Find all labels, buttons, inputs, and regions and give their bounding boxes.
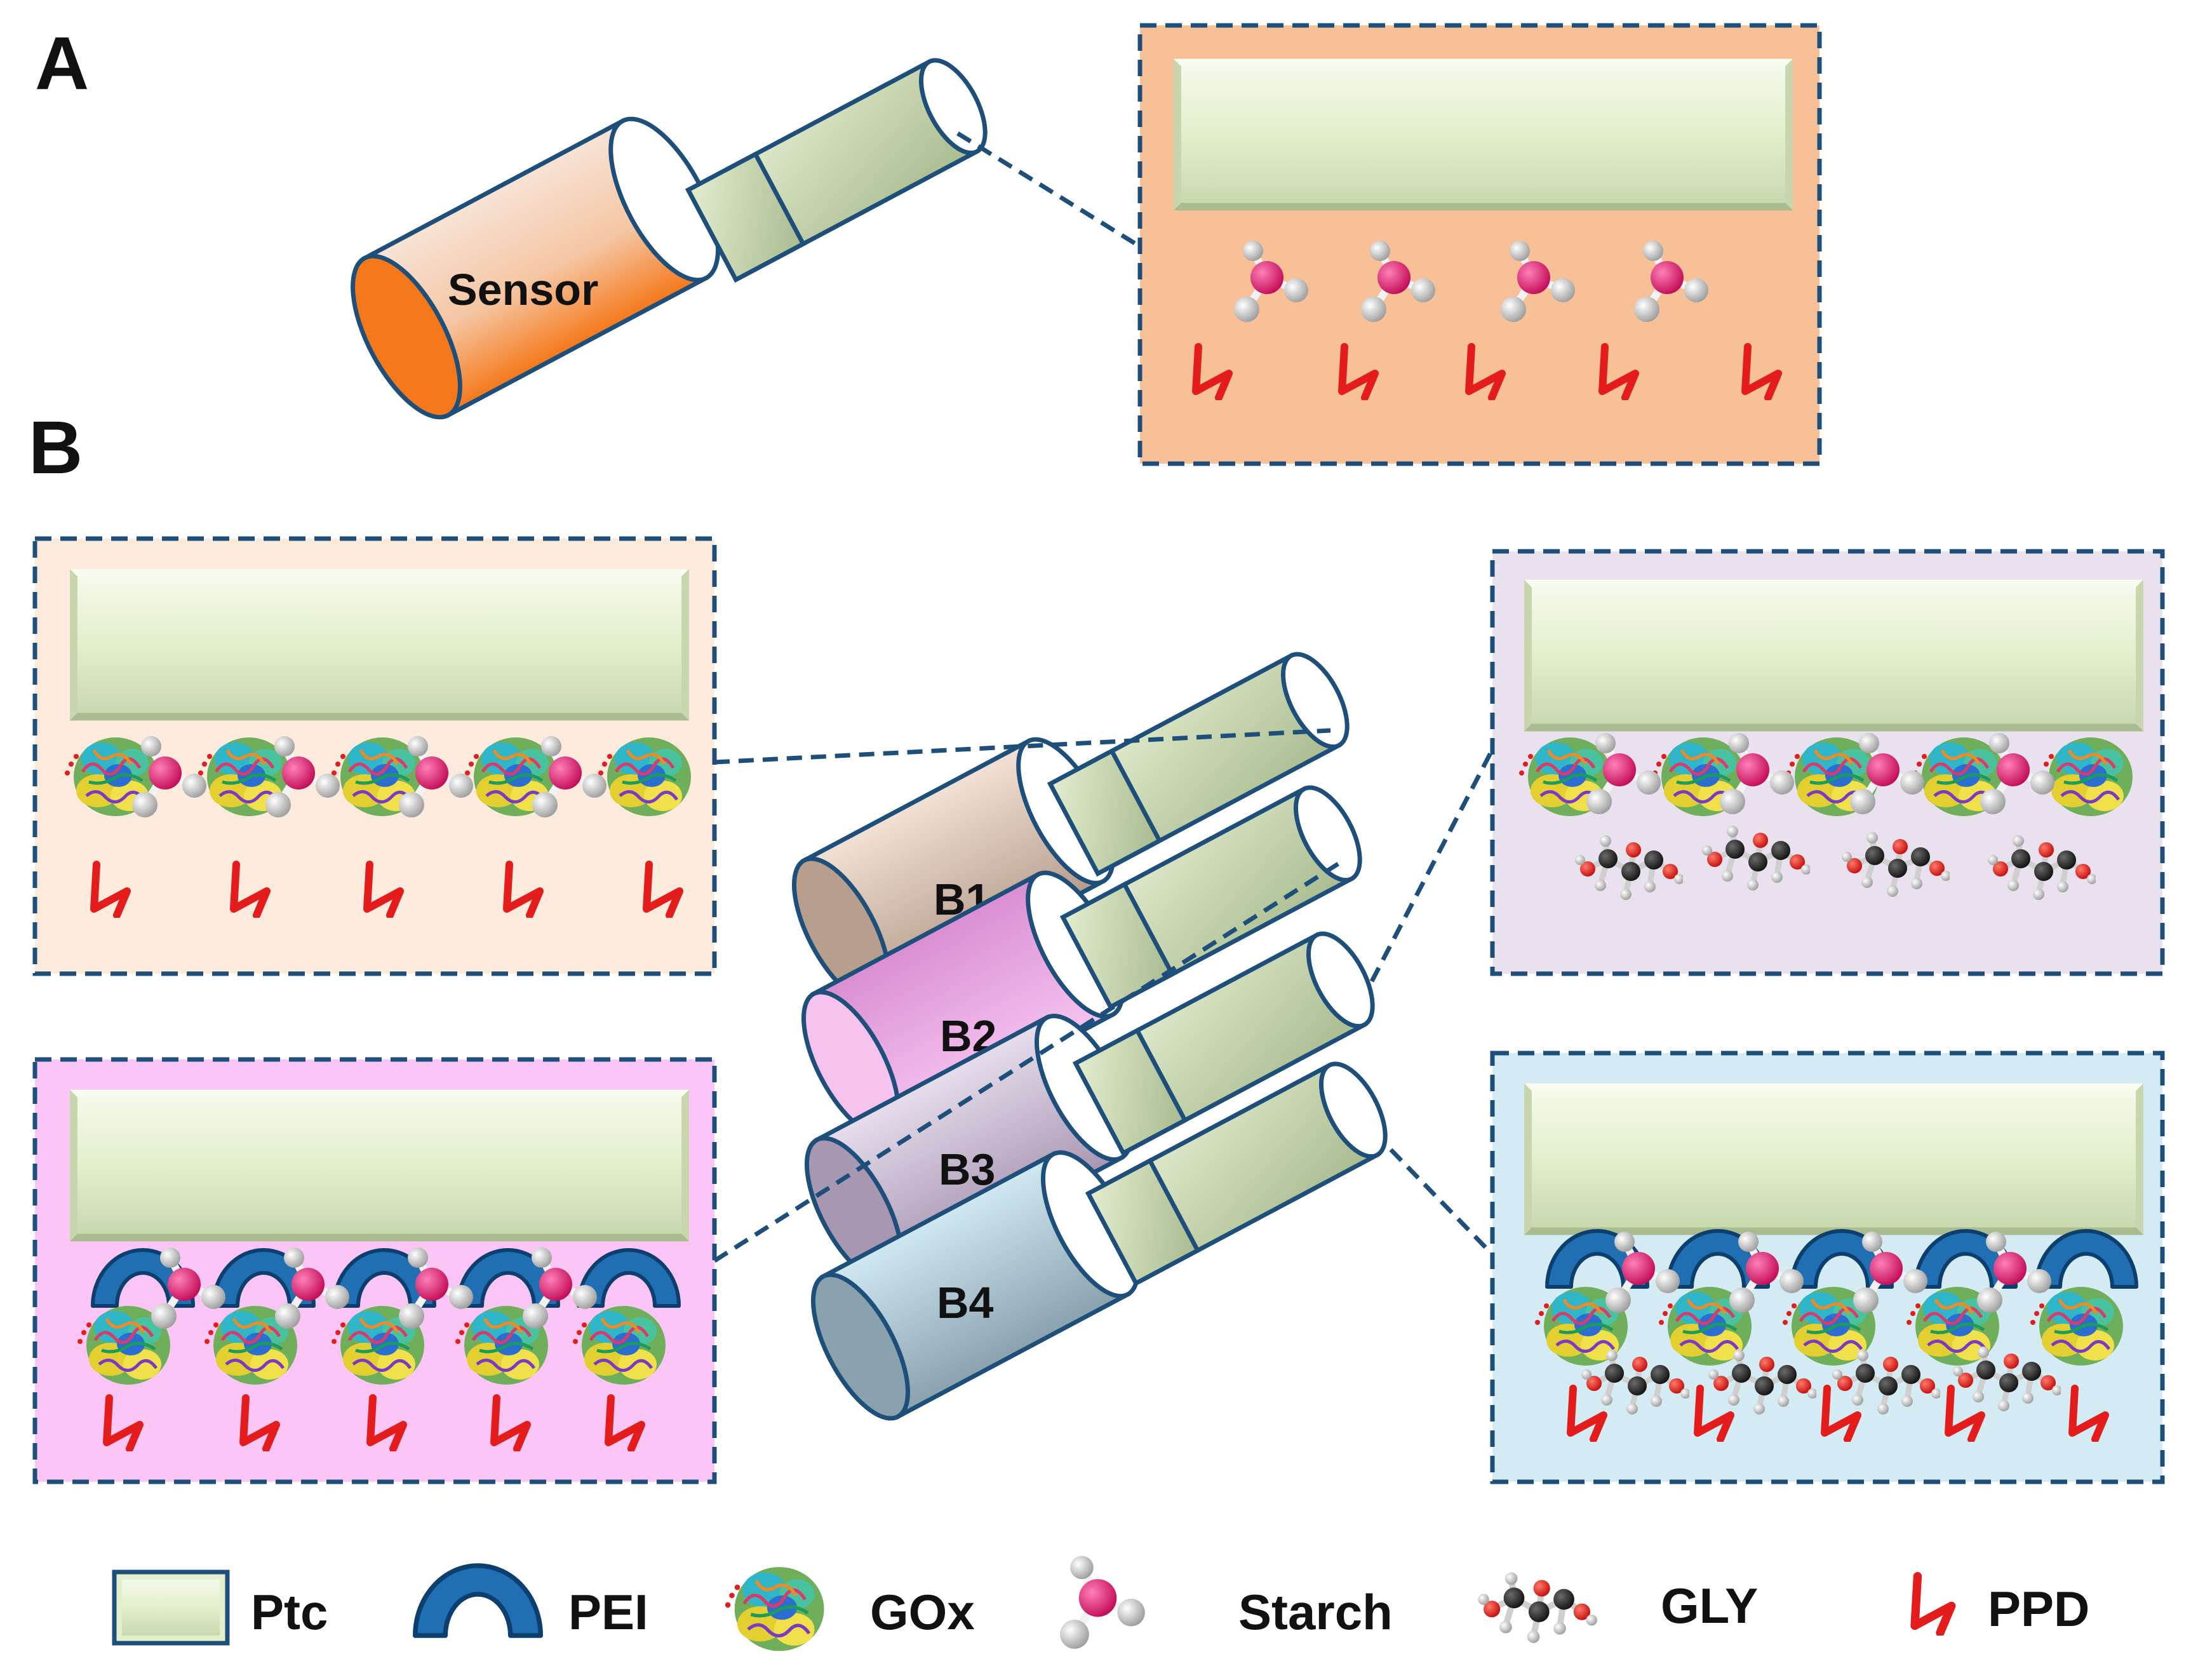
- legend-gox-label: GOx: [870, 1584, 975, 1640]
- b3-box: [1490, 549, 2165, 976]
- b2-box: [32, 1057, 717, 1484]
- sensor-tube: Sensor: [351, 58, 988, 420]
- legend-gly: GLY: [1478, 1572, 1758, 1643]
- panel-a-box: [1137, 23, 1822, 466]
- legend: Ptc PEI GOx Starch GLY PPD: [112, 1556, 2089, 1651]
- legend-gox: GOx: [725, 1567, 975, 1651]
- tube-b2: B2: [801, 785, 1362, 1138]
- legend-gly-label: GLY: [1661, 1578, 1758, 1634]
- panel-b-label: B: [29, 406, 83, 490]
- sensor-label: Sensor: [448, 265, 598, 314]
- tube-b1: B1: [791, 652, 1350, 1005]
- b1-box: [32, 536, 717, 976]
- tube-b3: B3: [804, 931, 1375, 1284]
- legend-pei: PEI: [415, 1566, 648, 1640]
- b4-box: [1490, 1051, 2165, 1484]
- legend-ppd: PPD: [1915, 1576, 2089, 1637]
- connector-line: [956, 131, 1138, 246]
- legend-pei-label: PEI: [568, 1584, 648, 1640]
- legend-ptc: Ptc: [112, 1569, 328, 1646]
- legend-starch-label: Starch: [1238, 1584, 1393, 1640]
- tube-b4: B4: [810, 1061, 1388, 1421]
- legend-ptc-label: Ptc: [251, 1584, 328, 1640]
- panel-a-label: A: [35, 22, 89, 105]
- b-connector-lines: [713, 728, 1495, 1263]
- legend-ppd-label: PPD: [1988, 1581, 2089, 1637]
- b4-label: B4: [937, 1278, 994, 1327]
- b3-label: B3: [939, 1145, 995, 1194]
- legend-starch: Starch: [1060, 1556, 1393, 1649]
